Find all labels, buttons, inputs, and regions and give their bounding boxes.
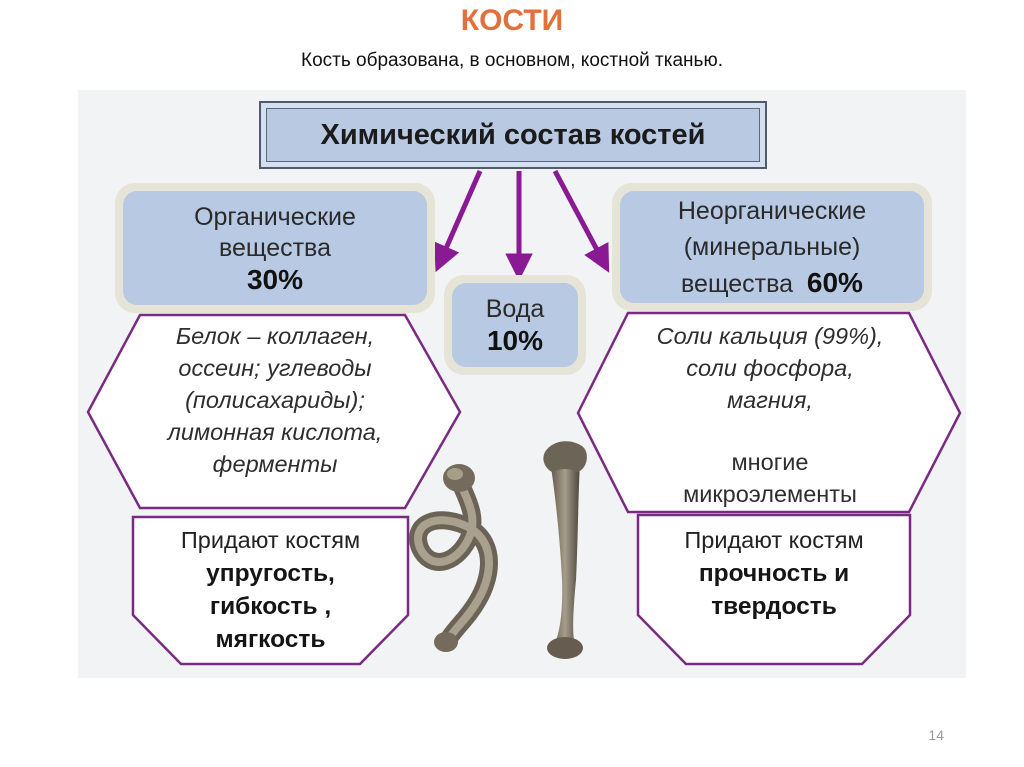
- inorganic-label-line3: вещества: [681, 270, 793, 298]
- inorganic-percent: 60%: [807, 267, 863, 298]
- knotted-bone-image: [418, 464, 489, 652]
- water-label: Вода: [486, 294, 545, 325]
- straight-bone-image: [543, 441, 587, 659]
- inorganic-composition-line: многие: [600, 446, 940, 478]
- inorganic-effect-intro: Придают костям: [638, 524, 910, 557]
- inorganic-label-line2: (минеральные): [684, 229, 861, 265]
- organic-box: Органические вещества 30%: [115, 183, 435, 313]
- organic-composition-line: (полисахариды);: [110, 384, 440, 416]
- organic-composition: Белок – коллаген, оссеин; углеводы (поли…: [110, 320, 440, 480]
- organic-effect-line: упругость,: [133, 557, 408, 590]
- inorganic-effect: Придают костям прочность и твердость: [638, 524, 910, 623]
- organic-composition-line: лимонная кислота,: [110, 416, 440, 448]
- organic-effect-line: гибкость ,: [133, 590, 408, 623]
- organic-label-line2: вещества: [219, 233, 331, 264]
- inorganic-effect-line: твердость: [638, 590, 910, 623]
- inorganic-composition-line: Соли кальция (99%),: [600, 320, 940, 352]
- root-title: Химический состав костей: [259, 101, 767, 169]
- organic-percent: 30%: [247, 264, 303, 295]
- organic-effect: Придают костям упругость, гибкость , мяг…: [133, 524, 408, 656]
- arrow-to-inorganic: [555, 171, 604, 263]
- organic-composition-line: оссеин; углеводы: [110, 352, 440, 384]
- inorganic-box: Неорганические (минеральные) вещества 60…: [612, 183, 932, 311]
- inorganic-composition-line: микроэлементы: [600, 478, 940, 510]
- inorganic-effect-line: прочность и: [638, 557, 910, 590]
- inorganic-composition-extra: многие микроэлементы: [600, 446, 940, 510]
- organic-effect-line: мягкость: [133, 623, 408, 656]
- inorganic-composition-line: соли фосфора,: [600, 352, 940, 384]
- arrow-to-organic: [440, 171, 480, 262]
- water-percent: 10%: [487, 325, 543, 356]
- organic-effect-intro: Придают костям: [133, 524, 408, 557]
- inorganic-composition-line: магния,: [600, 384, 940, 416]
- water-box: Вода 10%: [444, 275, 586, 375]
- organic-composition-line: Белок – коллаген,: [110, 320, 440, 352]
- inorganic-composition: Соли кальция (99%), соли фосфора, магния…: [600, 320, 940, 416]
- inorganic-label-line1: Неорганические: [678, 193, 866, 229]
- organic-label-line1: Органические: [194, 202, 356, 233]
- organic-composition-line: ферменты: [110, 448, 440, 480]
- page-number: 14: [928, 727, 944, 743]
